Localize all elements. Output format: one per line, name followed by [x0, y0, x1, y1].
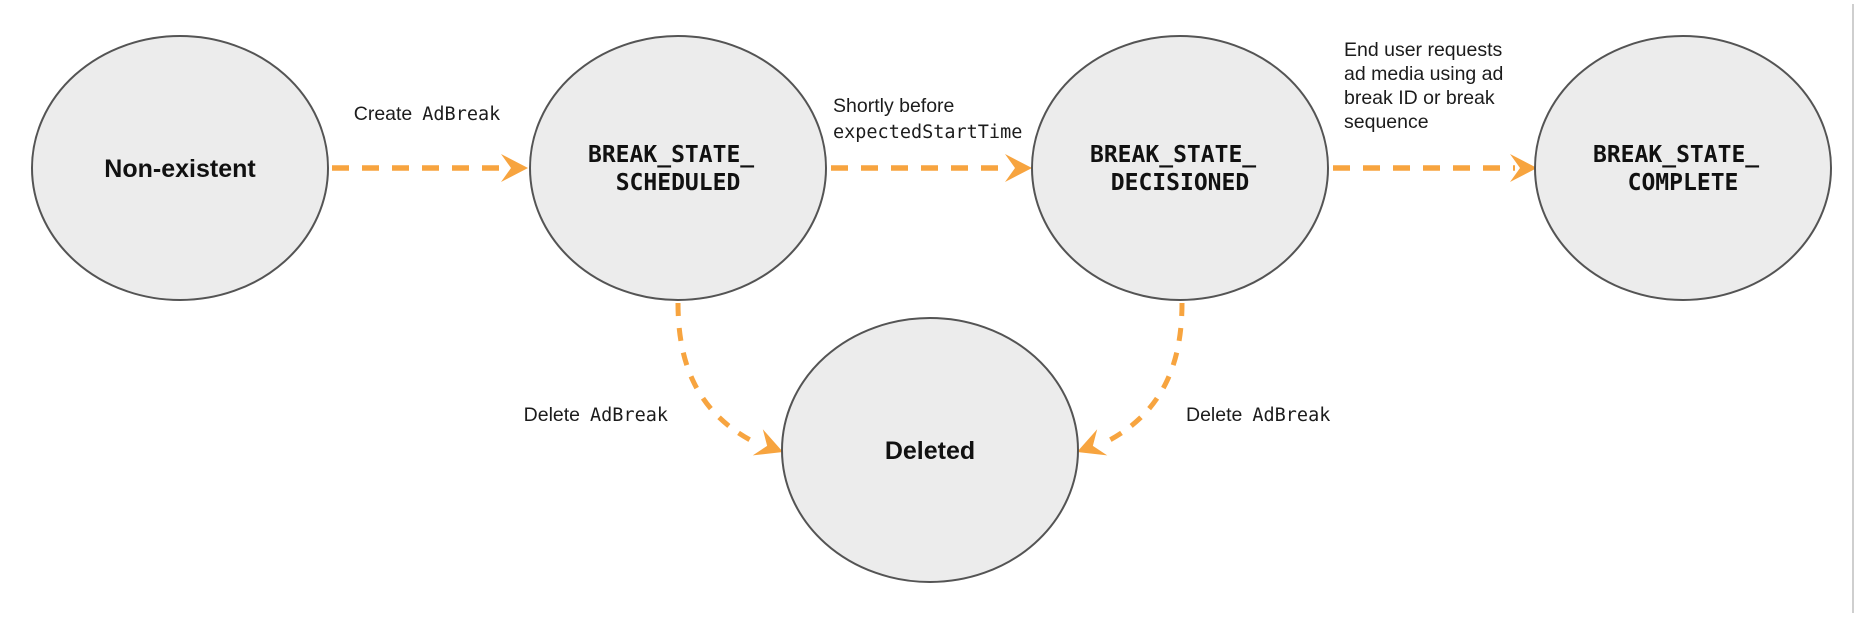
edge-label-shortly-before: Shortly before expectedStartTime: [833, 95, 1022, 143]
state-circle-decisioned: [1031, 35, 1329, 301]
arrowhead-delete-right: [1077, 429, 1108, 456]
state-break-state-decisioned: BREAK_STATE_ DECISIONED: [1031, 35, 1329, 301]
state-circle-scheduled: [529, 35, 827, 301]
state-nonexistent: Non-existent: [31, 35, 329, 301]
arrowhead-delete-left: [752, 429, 783, 456]
arrowhead-create: [501, 154, 528, 182]
edge-curve-delete-right: [1100, 302, 1185, 447]
state-label-deleted: Deleted: [885, 437, 975, 465]
state-label-complete: BREAK_STATE_ COMPLETE: [1593, 142, 1773, 196]
state-circle-nonexistent: [31, 35, 329, 301]
transition-end-user-request: End user requests ad media using ad brea…: [1333, 39, 1537, 182]
state-break-state-complete: BREAK_STATE_ COMPLETE: [1534, 35, 1832, 301]
state-break-state-scheduled: BREAK_STATE_ SCHEDULED: [529, 35, 827, 301]
arrowhead-shortly: [1005, 154, 1032, 182]
state-label-nonexistent: Non-existent: [104, 155, 256, 183]
state-deleted: Deleted: [781, 317, 1079, 583]
transition-shortly-before: Shortly before expectedStartTime: [831, 95, 1032, 182]
arrowhead-enduser: [1510, 154, 1537, 182]
state-label-decisioned: BREAK_STATE_ DECISIONED: [1090, 142, 1270, 196]
edge-curve-delete-left: [675, 302, 760, 447]
edge-label-end-user: End user requests ad media using ad brea…: [1344, 39, 1509, 133]
state-label-scheduled: BREAK_STATE_ SCHEDULED: [588, 142, 768, 196]
state-circle-deleted: [781, 317, 1079, 583]
state-circle-complete: [1534, 35, 1832, 301]
